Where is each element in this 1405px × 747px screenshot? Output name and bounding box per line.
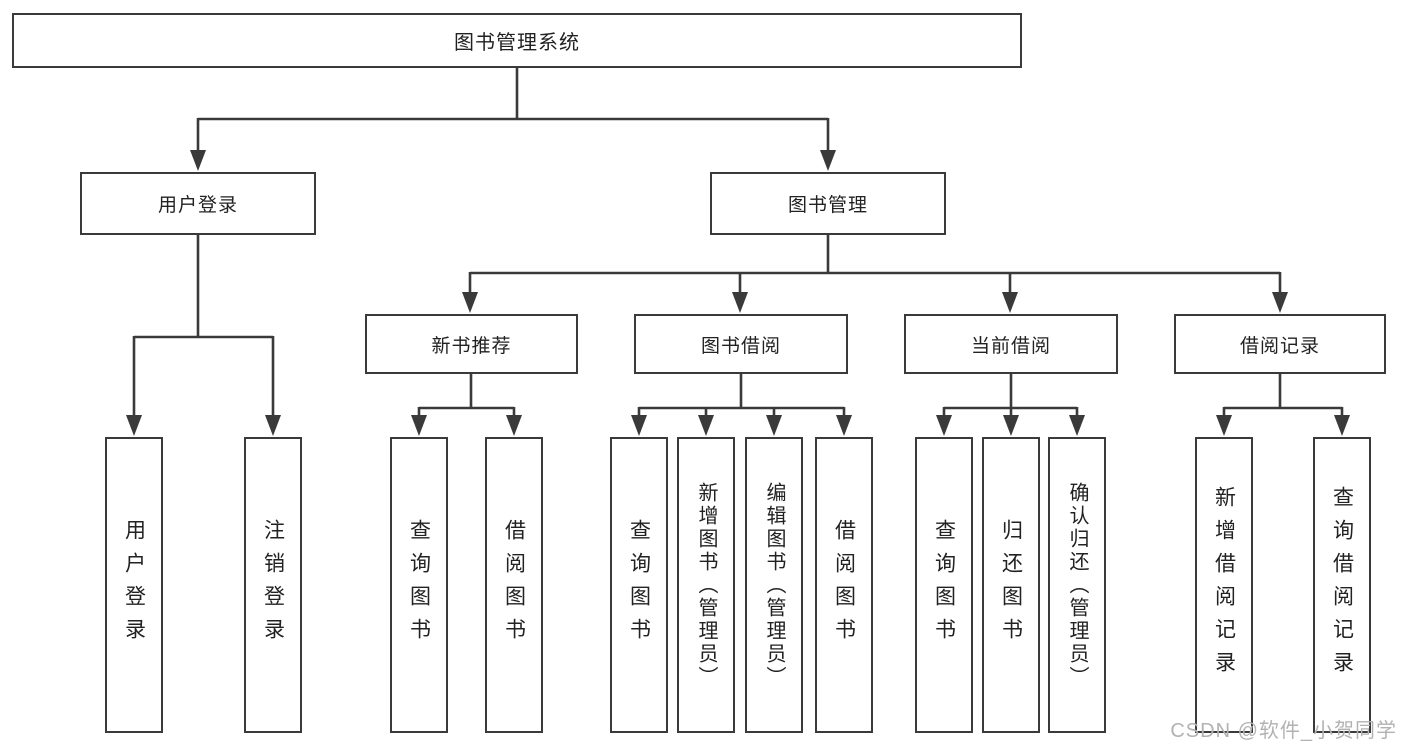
arrowhead [631,415,647,436]
leaf-label: 用户登录 [122,519,146,651]
leaf-return-books: 归还图书 [982,437,1040,733]
leaf-query-books-current: 查询图书 [915,437,973,733]
connector-new-book [417,374,516,417]
arrowhead [265,415,281,436]
node-library-system: 图书管理系统 [12,13,1022,68]
node-current-borrow: 当前借阅 [904,314,1118,374]
node-label: 图书借阅 [700,335,781,357]
node-label: 图书管理 [787,195,868,216]
node-label: 当前借阅 [970,335,1051,357]
connector-user-login [132,235,275,417]
leaf-borrow-books: 借阅图书 [815,437,873,733]
node-new-book-recommend: 新书推荐 [365,314,578,374]
arrowhead [1334,415,1350,436]
leaf-logout: 注销登录 [244,437,302,733]
connector-root [196,66,830,152]
leaf-label: 编辑图书（管理员） [763,481,785,689]
leaf-query-borrow-record: 查询借阅记录 [1313,437,1371,733]
leaf-label: 借阅图书 [502,519,526,651]
arrowhead [732,292,748,313]
arrowhead [506,415,522,436]
leaf-label: 查询借阅记录 [1330,486,1354,684]
leaf-label: 查询图书 [932,519,956,651]
arrowhead [1216,415,1232,436]
node-label: 借阅记录 [1239,335,1320,357]
connector-book-mgmt [468,235,1282,294]
connector-borrow-records [1222,374,1344,417]
arrowhead [766,415,782,436]
node-book-borrow: 图书借阅 [634,314,848,374]
arrowhead [411,415,427,436]
leaf-label: 确认归还（管理员） [1066,481,1088,689]
arrowhead [190,150,206,171]
leaf-label: 查询图书 [407,519,431,651]
node-label: 用户登录 [157,195,238,216]
leaf-label: 新增借阅记录 [1212,486,1236,684]
arrowhead [126,415,142,436]
arrowhead [1003,415,1019,436]
leaf-borrow-books-recommend: 借阅图书 [485,437,543,733]
arrowhead [820,150,836,171]
connector-book-borrow [637,374,846,417]
arrowhead [1069,415,1085,436]
leaf-label: 查询图书 [627,519,651,651]
leaf-query-books-borrow: 查询图书 [610,437,668,733]
node-book-management: 图书管理 [710,172,946,235]
node-borrow-records: 借阅记录 [1174,314,1386,374]
leaf-user-login: 用户登录 [105,437,163,733]
arrowhead [1002,292,1018,313]
arrowhead [462,292,478,313]
leaf-label: 借阅图书 [832,519,856,651]
leaf-add-borrow-record: 新增借阅记录 [1195,437,1253,733]
leaf-add-books-admin: 新增图书（管理员） [677,437,735,733]
arrowhead [936,415,952,436]
node-label: 图书管理系统 [454,32,580,54]
connector-current-borrow [942,374,1079,417]
leaf-label: 新增图书（管理员） [695,481,717,689]
node-user-login: 用户登录 [80,172,316,235]
csdn-watermark: CSDN @软件_小贺同学 [1170,720,1397,742]
node-label: 新书推荐 [431,335,512,357]
leaf-label: 归还图书 [999,519,1023,651]
arrowhead [1272,292,1288,313]
arrowhead [698,415,714,436]
arrowhead [836,415,852,436]
leaf-query-books-recommend: 查询图书 [390,437,448,733]
leaf-edit-books-admin: 编辑图书（管理员） [745,437,803,733]
leaf-confirm-return-admin: 确认归还（管理员） [1048,437,1106,733]
leaf-label: 注销登录 [261,519,285,651]
